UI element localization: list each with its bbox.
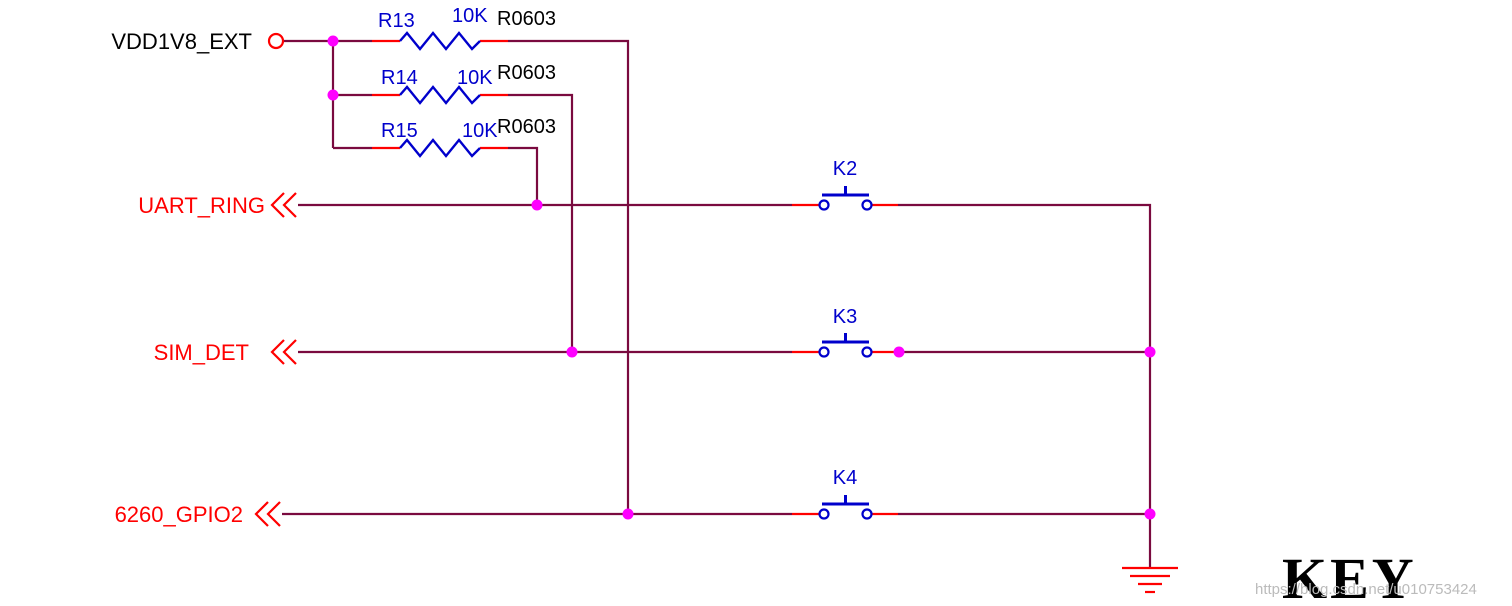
switch-k2: K2 [792,158,898,211]
switch-k3-contact-left [818,346,830,358]
junction-dot [566,346,578,358]
switch-k3-ref: K3 [833,306,857,328]
port-gpio-chevron-icon [254,501,281,527]
switch-k2-actuator [822,186,869,197]
wires [282,39,1152,568]
port-sim-det-label: SIM_DET [154,340,249,365]
resistor-r14-ref: R14 [381,67,418,89]
switch-k4-ref: K4 [833,467,857,489]
wire-r13-drop [508,39,630,514]
junction-dot [531,199,543,211]
port-gpio: 6260_GPIO2 [115,501,281,527]
switch-k4-contact-left [818,508,830,520]
resistor-r13-footprint: R0603 [497,8,556,30]
resistor-r15-body [399,138,481,158]
power-net-label: VDD1V8_EXT [111,29,252,54]
junction-dot [893,346,905,358]
sheet-title: KEY [1282,546,1417,606]
switch-k3-actuator [822,333,869,344]
port-sim-det: SIM_DET [154,339,297,365]
resistor-r15-value: 10K [462,120,498,142]
resistor-r14: R14 10K R0603 [372,62,556,105]
port-sim-det-chevron-icon [270,339,297,365]
switch-k3: K3 [792,306,898,358]
resistor-r14-value: 10K [457,67,493,89]
port-gpio-label: 6260_GPIO2 [115,502,243,527]
wire-r14-drop [508,93,574,352]
watermark: https://blog.csdn.net/u010753424 [1255,581,1477,598]
junction-dot [327,89,339,101]
switch-k2-contact-right [861,199,873,211]
junction-dot [1144,508,1156,520]
ground-icon [1122,566,1178,594]
resistor-r14-body [399,85,481,105]
resistor-r13-ref: R13 [378,10,415,32]
resistor-r15: R15 10K R0603 [372,116,556,158]
switch-k2-ref: K2 [833,158,857,180]
switch-k3-contact-right [861,346,873,358]
switch-k4-contact-right [861,508,873,520]
junction-dot [622,508,634,520]
power-port: VDD1V8_EXT [111,29,285,54]
switch-k4: K4 [792,467,898,520]
resistor-r13: R13 10K R0603 [372,5,556,51]
resistor-r15-footprint: R0603 [497,116,556,138]
junction-dot [1144,346,1156,358]
resistor-r15-ref: R15 [381,120,418,142]
port-uart-ring-label: UART_RING [138,193,265,218]
power-port-terminal [267,32,285,50]
port-uart-ring-chevron-icon [270,192,297,218]
junction-dot [327,35,339,47]
switch-k4-actuator [822,495,869,506]
resistor-r14-footprint: R0603 [497,62,556,84]
junctions [327,35,1156,520]
resistor-r13-value: 10K [452,5,488,27]
wire-r15-drop [508,146,539,205]
wire-k2-right [898,203,1152,568]
switch-k2-contact-left [818,199,830,211]
resistor-r13-body [399,31,481,51]
port-uart-ring: UART_RING [138,192,297,218]
